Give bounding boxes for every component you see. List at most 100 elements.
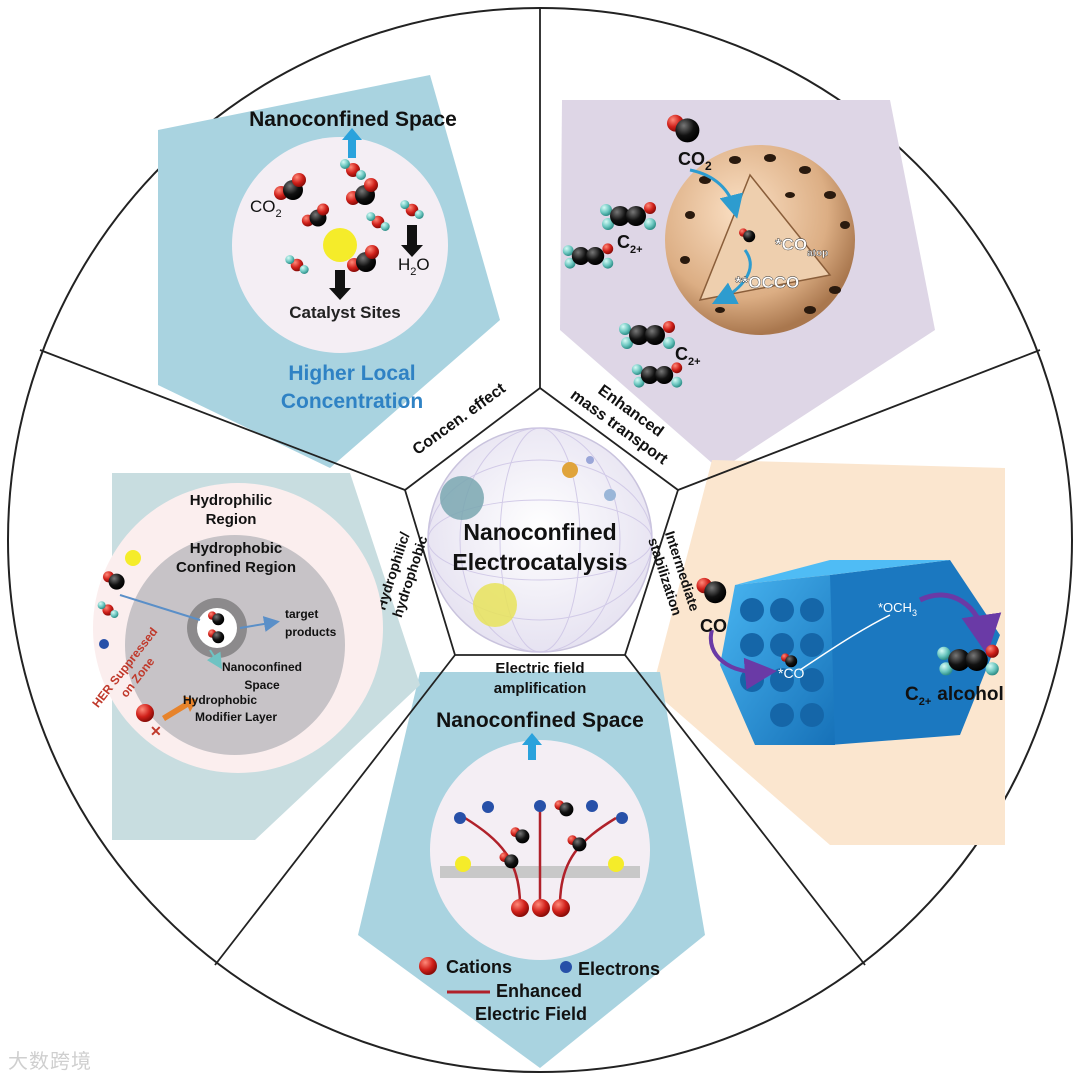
panel-mass-transport: CO2 C2+ C2+ *COatop **OCCO: [617, 145, 855, 368]
center-sphere: [427, 427, 653, 653]
tube-top: [735, 560, 950, 585]
concentration-up-arrow: [342, 128, 362, 158]
co-molecule: [554, 800, 574, 817]
legend-enhanced-line2: Electric Field: [475, 1004, 587, 1024]
co-molecule: [103, 571, 125, 590]
nano-line1: Nanoconfined: [222, 660, 302, 674]
modifier-line2: Modifier Layer: [195, 710, 277, 724]
co-molecule: [696, 577, 727, 604]
co2-inflow-arrow: [689, 168, 743, 219]
concentration-footer-line1: Higher Local: [288, 362, 415, 385]
concentration-h2o-label: H2O: [398, 255, 430, 278]
c2-molecule: [937, 644, 999, 676]
internal-flow-arrow: [711, 249, 752, 305]
field-electrons: [454, 800, 628, 824]
legend-electrons-label: Electrons: [578, 959, 660, 979]
center-title-line1: Nanoconfined: [463, 519, 616, 545]
hydro-cation-icon: [136, 704, 154, 722]
co-atop-label: *COatop: [775, 235, 828, 259]
label-field-line1: Electric field: [495, 660, 584, 677]
och3-arrow: [799, 614, 891, 671]
catalyst-down-arrow: [329, 270, 351, 300]
center-cluster-yellow: [473, 583, 517, 627]
target-arrow: [239, 616, 280, 632]
field-cations: [511, 899, 570, 917]
tube-side: [830, 560, 1000, 745]
occo-label: **OCCO: [735, 273, 799, 292]
legend-enhanced-line1: Enhanced: [496, 981, 582, 1001]
co2-molecule: [346, 178, 378, 205]
co-molecule: [510, 827, 530, 844]
center-cluster-teal: [440, 476, 484, 520]
h2o-molecule: [400, 200, 424, 219]
co-adsorb-arrow: [708, 629, 777, 690]
stab-alcohol-label: C2+alcohol: [905, 684, 1004, 708]
h2o-molecule: [285, 255, 309, 274]
legend-cations-label: Cations: [446, 957, 512, 977]
hydrophilic-line1: Hydrophilic: [190, 492, 273, 509]
hydro-blue-dot: [99, 639, 109, 649]
divider-lines: [39, 8, 1041, 966]
nano-line2: Space: [244, 678, 280, 692]
molecule-layer: [97, 114, 999, 869]
panel-stabilization: CO *OCH3 *CO C2+alcohol: [700, 560, 1004, 745]
modifier-line1: Hydrophobic: [183, 693, 257, 707]
stab-och3-label: *OCH3: [878, 600, 917, 618]
h2o-molecule: [97, 601, 119, 618]
inflow-line: [119, 594, 201, 621]
panel-field: Nanoconfined Space Cations Electrons Enh…: [419, 709, 660, 1024]
co2-molecule: [301, 203, 330, 227]
co-molecule: [739, 228, 756, 243]
confined-core: [197, 608, 237, 648]
center-title-line2: Electrocatalysis: [452, 549, 627, 575]
field-title: Nanoconfined Space: [436, 709, 644, 732]
nanoconfined-arrow: [206, 649, 223, 670]
c2-molecule: [562, 243, 614, 269]
sphere-pores: [680, 154, 850, 314]
co-molecule: [667, 114, 700, 143]
mass-c2-label-a: C2+: [617, 232, 643, 256]
h2o-molecule: [340, 159, 366, 180]
co-molecule: [208, 629, 225, 644]
co-molecule: [499, 852, 519, 869]
h2o-down-arrow: [401, 225, 423, 257]
label-field-line2: amplification: [494, 680, 587, 697]
co-molecule: [781, 653, 798, 668]
electrode-yellow-left: [455, 856, 471, 872]
c2-molecule: [619, 321, 675, 349]
co2-molecule: [274, 173, 306, 200]
mass-co2-label: CO2: [678, 149, 712, 173]
blocked-x: ✕: [150, 723, 162, 739]
alcohol-arrow: [918, 592, 1002, 655]
legend-electron-icon: [560, 961, 572, 973]
target-line2: products: [285, 625, 337, 639]
catalyst-sites-label: Catalyst Sites: [289, 303, 401, 322]
concentration-co2-label: CO2: [250, 197, 282, 220]
watermark: 大数跨境: [8, 1049, 92, 1073]
hydrophobic-line2: Confined Region: [176, 559, 296, 576]
co-molecule: [208, 611, 225, 626]
c2-molecule: [600, 202, 656, 230]
stab-co-label: CO: [700, 616, 727, 636]
c2-molecule: [631, 362, 683, 388]
hydrophilic-line2: Region: [206, 511, 257, 528]
target-line1: target: [285, 607, 318, 621]
sphere-cutaway: [698, 173, 832, 301]
legend-cation-icon: [419, 957, 437, 975]
h2o-molecule: [366, 212, 390, 231]
hydrophobic-line1: Hydrophobic: [190, 540, 283, 557]
concentration-footer-line2: Concentration: [281, 390, 423, 413]
center-molecule-orange: [562, 462, 578, 478]
mass-c2-label-b: C2+: [675, 344, 701, 368]
panel-hydro: Hydrophilic Region Hydrophobic Confined …: [89, 483, 383, 773]
hydro-yellow-dot: [125, 550, 141, 566]
concentration-title: Nanoconfined Space: [249, 108, 457, 131]
modifier-arrow: [162, 696, 197, 721]
catalyst-site-yellow: [323, 228, 357, 262]
stab-star-co-label: *CO: [778, 665, 805, 681]
co-molecule: [567, 835, 587, 852]
electrode-yellow-right: [608, 856, 624, 872]
field-up-arrow: [522, 733, 542, 760]
co2-molecule: [347, 245, 379, 272]
